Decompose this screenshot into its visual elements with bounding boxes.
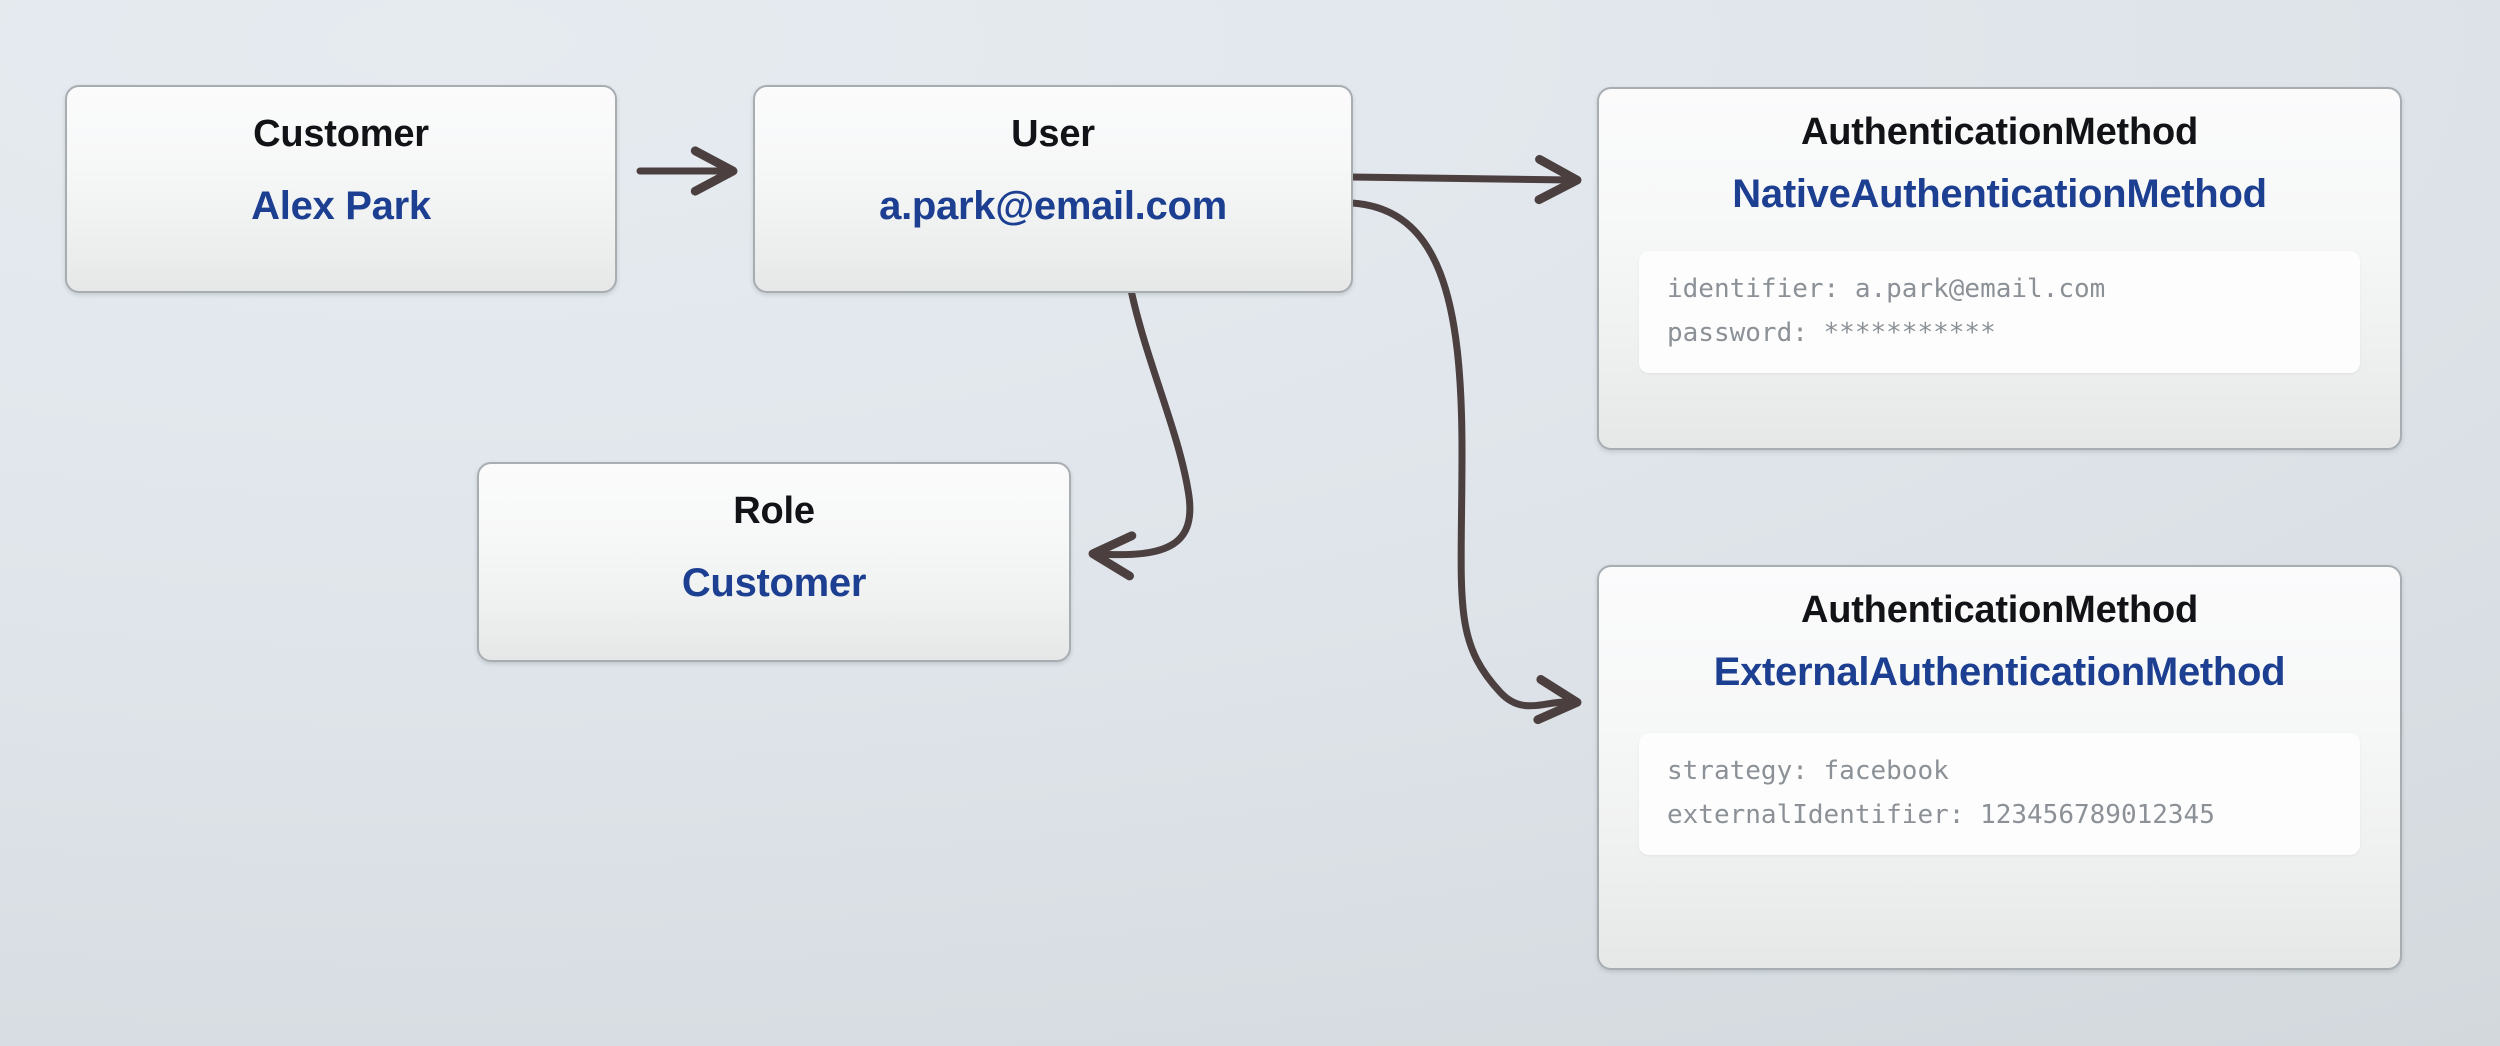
node-native-authentication-method[interactable]: AuthenticationMethod NativeAuthenticatio… <box>1597 87 2402 450</box>
node-external-auth-subtitle: ExternalAuthenticationMethod <box>1713 650 2286 694</box>
node-external-auth-title: AuthenticationMethod <box>1800 589 2199 631</box>
external-auth-attributes: strategy: facebook externalIdentifier: 1… <box>1639 733 2360 856</box>
node-role-title: Role <box>733 490 815 532</box>
node-user-subtitle: a.park@email.com <box>879 184 1227 228</box>
node-role-subtitle: Customer <box>681 561 867 605</box>
node-native-auth-title: AuthenticationMethod <box>1800 111 2199 153</box>
external-auth-attribute-strategy: strategy: facebook <box>1667 756 1949 786</box>
node-customer-title: Customer <box>253 113 429 155</box>
edge-user-to-role <box>1088 286 1194 581</box>
native-auth-attribute-password: password: *********** <box>1667 318 1996 349</box>
node-customer[interactable]: Customer Alex Park <box>65 85 617 293</box>
node-customer-subtitle: Alex Park <box>251 184 431 228</box>
native-auth-attributes: identifier: a.park@email.com password: *… <box>1639 251 2360 374</box>
edge-user-to-external-auth <box>1348 199 1582 725</box>
node-role[interactable]: Role Customer <box>477 462 1071 662</box>
native-auth-attribute-identifier: identifier: a.park@email.com <box>1667 274 2106 304</box>
external-auth-attribute-external-identifier: externalIdentifier: 123456789012345 <box>1667 800 2215 831</box>
node-native-auth-subtitle: NativeAuthenticationMethod <box>1732 172 2267 216</box>
node-user[interactable]: User a.park@email.com <box>753 85 1353 293</box>
node-user-title: User <box>1011 113 1095 155</box>
edge-user-to-native-auth <box>1346 154 1582 205</box>
node-external-authentication-method[interactable]: AuthenticationMethod ExternalAuthenticat… <box>1597 565 2402 970</box>
